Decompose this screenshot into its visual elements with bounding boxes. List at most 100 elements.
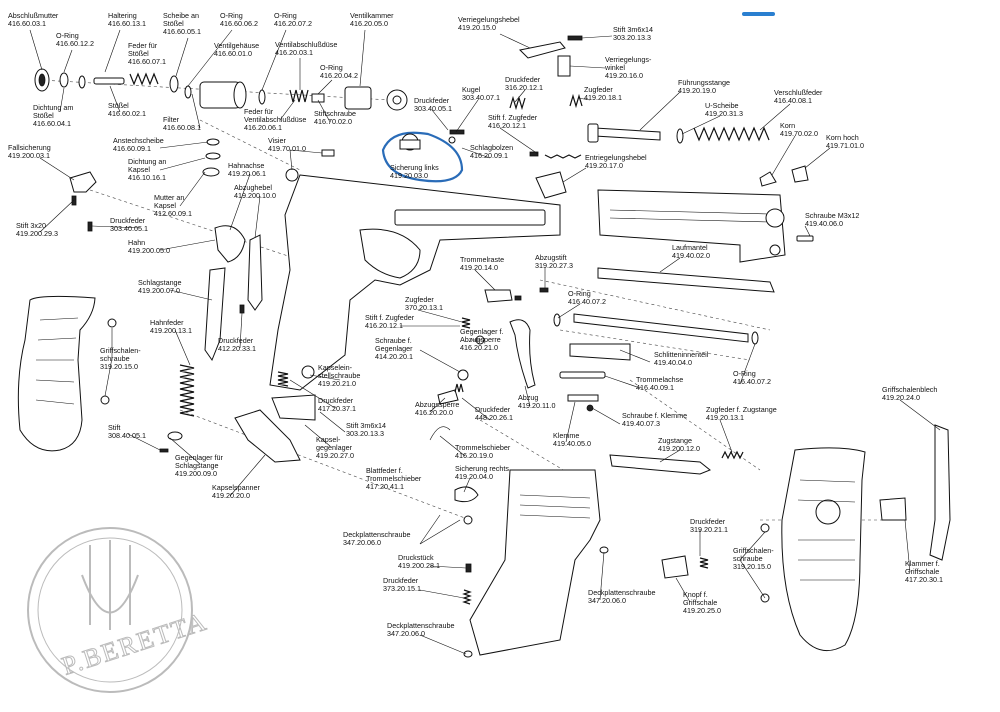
part-label-line: Schlitteninnenteil	[654, 350, 709, 359]
part-label-line: 416.40.07.2	[733, 377, 771, 386]
part-label-line: 303.20.13.3	[613, 33, 651, 42]
part-label-line: Korn	[780, 121, 795, 130]
part-label-line: Schraube f.	[375, 336, 412, 345]
part-label-line: 414.20.20.1	[375, 352, 413, 361]
part-label-line: Schlagstange	[175, 461, 219, 470]
part-label-line: Visier	[268, 136, 286, 145]
logo-text: P.BERETTA	[58, 606, 211, 680]
part-label-line: Kugel	[462, 85, 481, 94]
part-label-line: Verriegelungs-	[605, 55, 652, 64]
part-label-line: Ventilgehäuse	[214, 41, 259, 50]
part-label-line: Druckfeder	[414, 96, 450, 105]
part-label-line: 319.20.15.0	[733, 562, 771, 571]
part-label-line: Führungsstange	[678, 78, 730, 87]
part-label-line: Entriegelungshebel	[585, 153, 647, 162]
part-label-line: 308.40.05.1	[108, 431, 146, 440]
part-label-line: 370.20.13.1	[405, 303, 443, 312]
part-label-line: 419.20.06.1	[228, 169, 266, 178]
part-label-line: Schlagstange	[138, 278, 182, 287]
part-label-line: gegenlager	[316, 443, 353, 452]
part-label-line: 416.60.07.1	[128, 57, 166, 66]
part-label-line: 419.200.28.1	[398, 561, 440, 570]
part-label-line: 319.20.15.0	[100, 362, 138, 371]
part-label-line: 419.70.01.0	[268, 144, 306, 153]
part-label-line: 419.200.07.0	[138, 286, 180, 295]
part-label-line: Verriegelungshebel	[458, 15, 520, 24]
part-label-line: stellschraube	[318, 371, 360, 380]
part-label-line: Hahnachse	[228, 161, 264, 170]
part-label-line: Druckfeder	[218, 336, 254, 345]
part-label-line: schraube	[733, 554, 763, 563]
part-label-line: 416.60.05.1	[163, 27, 201, 36]
part-label-line: Stößel	[163, 19, 184, 28]
part-label-line: 419.200.05.0	[128, 246, 170, 255]
part-label-line: Gegenlager f.	[460, 327, 504, 336]
part-label-line: Stift 3m6x14	[613, 25, 653, 34]
part-label-line: Stift 3m6x14	[346, 421, 386, 430]
part-label-line: 417.20.30.1	[905, 575, 943, 584]
safety-left-highlight	[381, 129, 465, 183]
part-label-line: 419.40.04.0	[654, 358, 692, 367]
grip-panel-right	[760, 424, 951, 652]
part-label-line: Griffschalenblech	[882, 385, 937, 394]
part-label-line: 303.40.05.1	[110, 224, 148, 233]
part-label-line: 419.20.19.0	[678, 86, 716, 95]
part-label-line: Zugstange	[658, 436, 692, 445]
part-label-line: 419.20.31.3	[705, 109, 743, 118]
part-label-line: Feder für	[244, 107, 274, 116]
part-label-line: 419.20.21.0	[318, 379, 356, 388]
part-label-line: O-Ring	[568, 289, 591, 298]
part-label-line: 303.40.05.1	[414, 104, 452, 113]
part-label-line: Hahn	[128, 238, 145, 247]
part-label-line: 416.20.12.1	[365, 321, 403, 330]
part-label-line: Deckplattenschraube	[588, 588, 656, 597]
part-label-line: Schlagbolzen	[470, 143, 513, 152]
part-label-line: 416.20.19.0	[455, 451, 493, 460]
part-label-line: Druckfeder	[383, 576, 419, 585]
part-label-line: 419.20.24.0	[882, 393, 920, 402]
guide-rod-and-spring	[587, 123, 814, 242]
part-label-line: 419.200.13.1	[150, 326, 192, 335]
part-label-line: 416.60.01.0	[214, 49, 252, 58]
part-label-line: Scheibe an	[163, 11, 199, 20]
part-label-line: 303.40.07.1	[462, 93, 500, 102]
part-label-line: 419.20.15.0	[458, 23, 496, 32]
part-label-line: Abzugstift	[535, 253, 567, 262]
accent-bar	[742, 12, 775, 16]
part-label-line: 416.60.04.1	[33, 119, 71, 128]
part-label-line: Stift f. Zugfeder	[365, 313, 415, 322]
part-label-line: 419.40.05.0	[553, 439, 591, 448]
part-label-line: Trommelachse	[636, 375, 683, 384]
part-label-line: Sicherung links	[390, 163, 439, 172]
